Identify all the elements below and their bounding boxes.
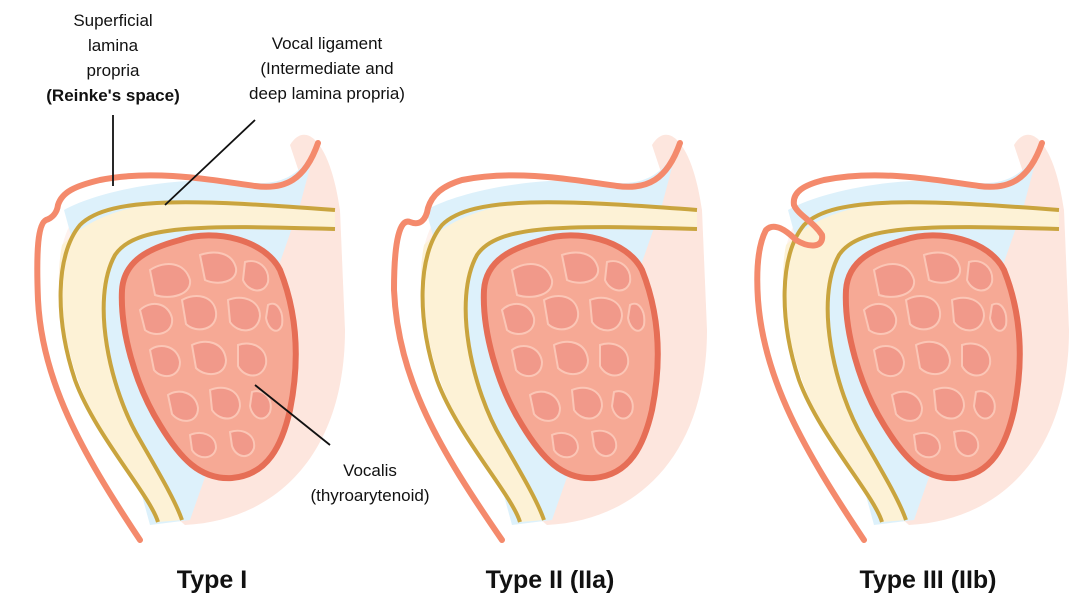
epithelium-outline-type-1	[34, 140, 321, 543]
caption-type-3: Type III (IIb)	[859, 566, 997, 594]
panel-type-1	[34, 134, 345, 543]
label-superficial-lamina-propria: Superficial lamina propria (Reinke's spa…	[46, 11, 180, 105]
epithelium-outline-type-2	[391, 140, 683, 543]
label-vocalis: Vocalis (thyroarytenoid)	[310, 461, 430, 505]
caption-type-2: Type II (IIa)	[485, 566, 615, 594]
leader-line-vocalis	[254, 384, 331, 446]
leader-line-ligament	[164, 119, 256, 206]
label-vocal-ligament: Vocal ligament (Intermediate and deep la…	[249, 34, 405, 103]
caption-type-1: Type I	[176, 566, 248, 594]
epithelium-outline-type-3	[754, 140, 1045, 543]
panel-type-2	[391, 134, 707, 543]
panel-type-3	[754, 134, 1069, 543]
